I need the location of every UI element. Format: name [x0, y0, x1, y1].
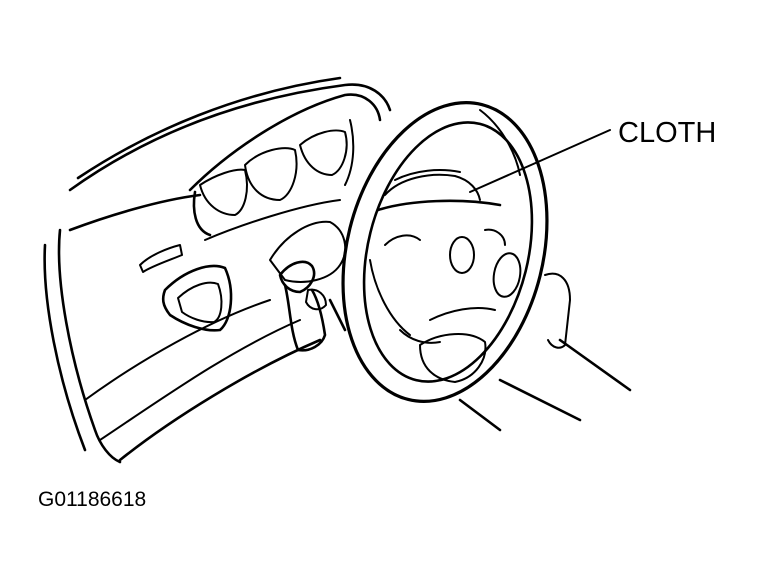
callout-leader-line: [469, 129, 611, 193]
dashboard-outline: [43, 76, 392, 464]
lower-column: [458, 109, 632, 432]
callout-label-cloth: CLOTH: [618, 117, 716, 149]
steering-wheel: [341, 101, 549, 403]
left-vent: [139, 244, 233, 332]
instrument-cluster: [188, 93, 382, 241]
figure-id: G01186618: [38, 488, 146, 511]
steering-column: [269, 220, 347, 352]
